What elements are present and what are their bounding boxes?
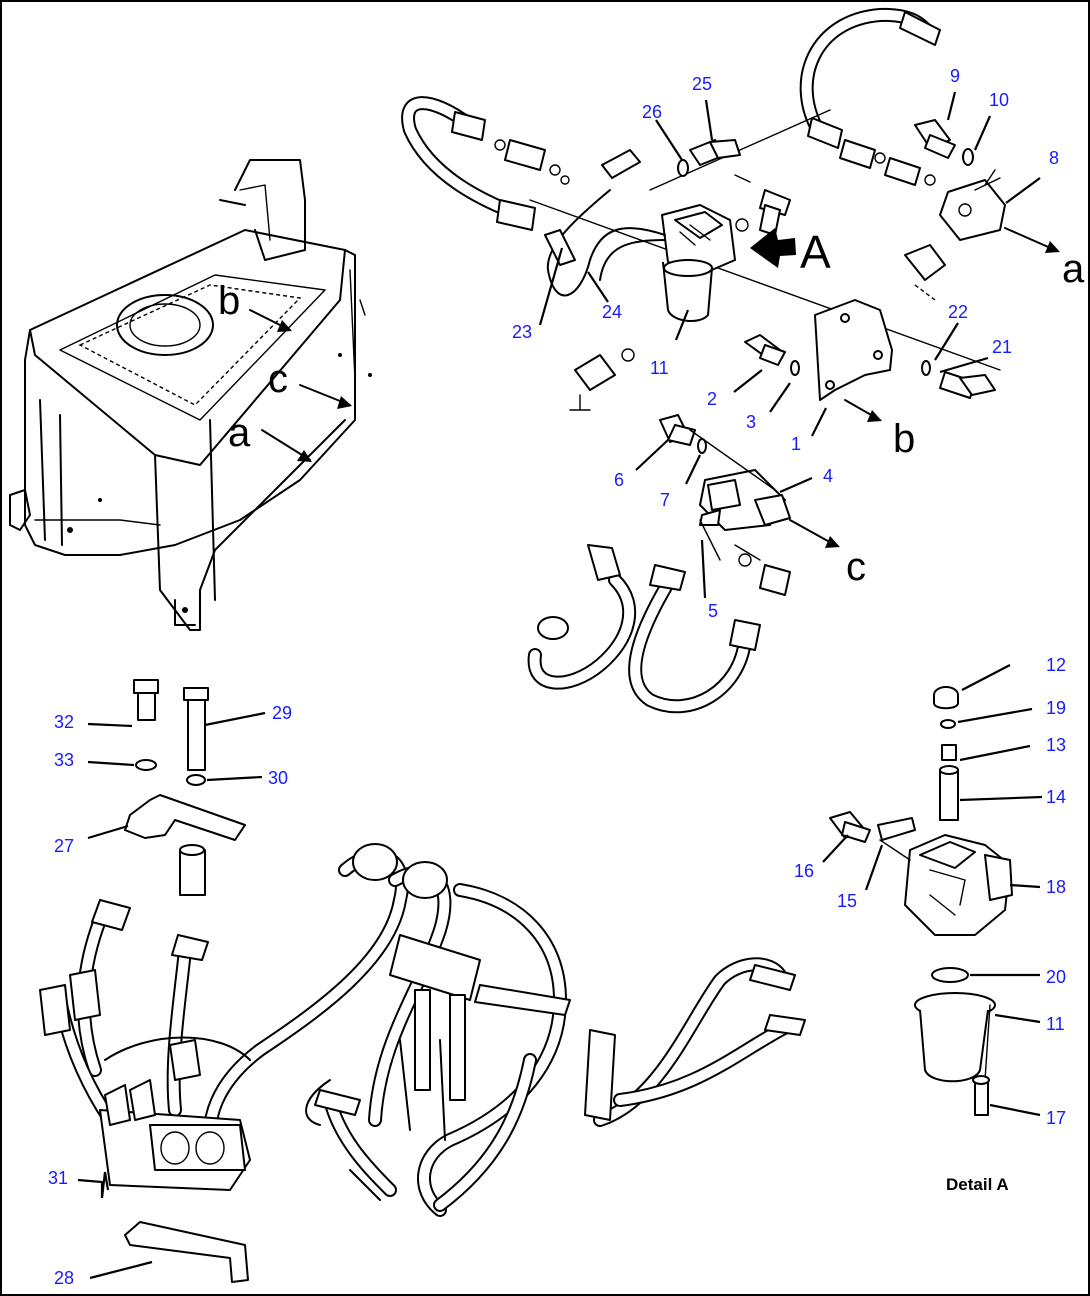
part-label-2: 2 — [707, 389, 717, 409]
part-label-18: 18 — [1046, 877, 1066, 897]
valve-ref-c: c — [846, 545, 866, 589]
part-label-5: 5 — [708, 601, 718, 621]
fuel-tank-assembly — [9, 159, 372, 631]
part-label-9: 9 — [950, 66, 960, 86]
part-label-25: 25 — [692, 74, 712, 94]
detail-a-drawing — [829, 686, 1013, 1116]
tank-ref-a: a — [228, 411, 251, 455]
part-label-10: 10 — [989, 90, 1009, 110]
part-label-21: 21 — [992, 337, 1012, 357]
part-label-4: 4 — [823, 466, 833, 486]
part-label-30: 30 — [268, 768, 288, 788]
hose-harness — [39, 843, 806, 1217]
part-label-32: 32 — [54, 712, 74, 732]
detail-caption: Detail A — [946, 1175, 1009, 1194]
part-label-31: 31 — [48, 1168, 68, 1188]
part-label-33: 33 — [54, 750, 74, 770]
bracket-27-group — [124, 679, 246, 896]
part-label-3: 3 — [746, 412, 756, 432]
tank-ref-c: c — [268, 357, 288, 401]
part-number-labels: 1 2 3 4 5 6 7 8 9 10 11 12 13 14 15 16 1… — [48, 66, 1066, 1288]
part-label-19: 19 — [1046, 698, 1066, 718]
valve-4-group — [659, 414, 840, 596]
valve-ref-a: a — [1062, 247, 1085, 291]
part-label-26: 26 — [642, 102, 662, 122]
detail-ref-A: A — [800, 226, 831, 278]
screws-25-26 — [677, 139, 741, 177]
part-label-8: 8 — [1049, 148, 1059, 168]
part-label-16: 16 — [794, 861, 814, 881]
valve-block-8 — [904, 119, 1060, 301]
tank-reference-arrows — [249, 309, 352, 462]
part-label-15: 15 — [837, 891, 857, 911]
bracket-1 — [814, 299, 893, 422]
part-label-22: 22 — [948, 302, 968, 322]
part-label-28: 28 — [54, 1268, 74, 1288]
part-label-14: 14 — [1046, 787, 1066, 807]
part-label-11-top: 11 — [650, 358, 669, 378]
part-label-24: 24 — [602, 302, 622, 322]
tank-ref-b: b — [218, 279, 240, 323]
part-label-6: 6 — [614, 470, 624, 490]
bracket-ref-b: b — [893, 417, 915, 461]
part-label-27: 27 — [54, 836, 74, 856]
part-label-13: 13 — [1046, 735, 1066, 755]
part-label-12: 12 — [1046, 655, 1066, 675]
hoses-lower-center — [527, 544, 761, 714]
part-label-11-detail: 11 — [1046, 1014, 1065, 1034]
bracket-28 — [124, 1221, 249, 1283]
part-label-20: 20 — [1046, 967, 1066, 987]
part-label-17: 17 — [1046, 1108, 1066, 1128]
part-label-23: 23 — [512, 322, 532, 342]
leader-lines — [77, 91, 1043, 1280]
part-label-1: 1 — [791, 434, 801, 454]
bolts-bracket — [744, 334, 996, 399]
part-label-29: 29 — [272, 703, 292, 723]
fuel-filter-group — [401, 7, 1001, 411]
part-label-7: 7 — [660, 490, 670, 510]
